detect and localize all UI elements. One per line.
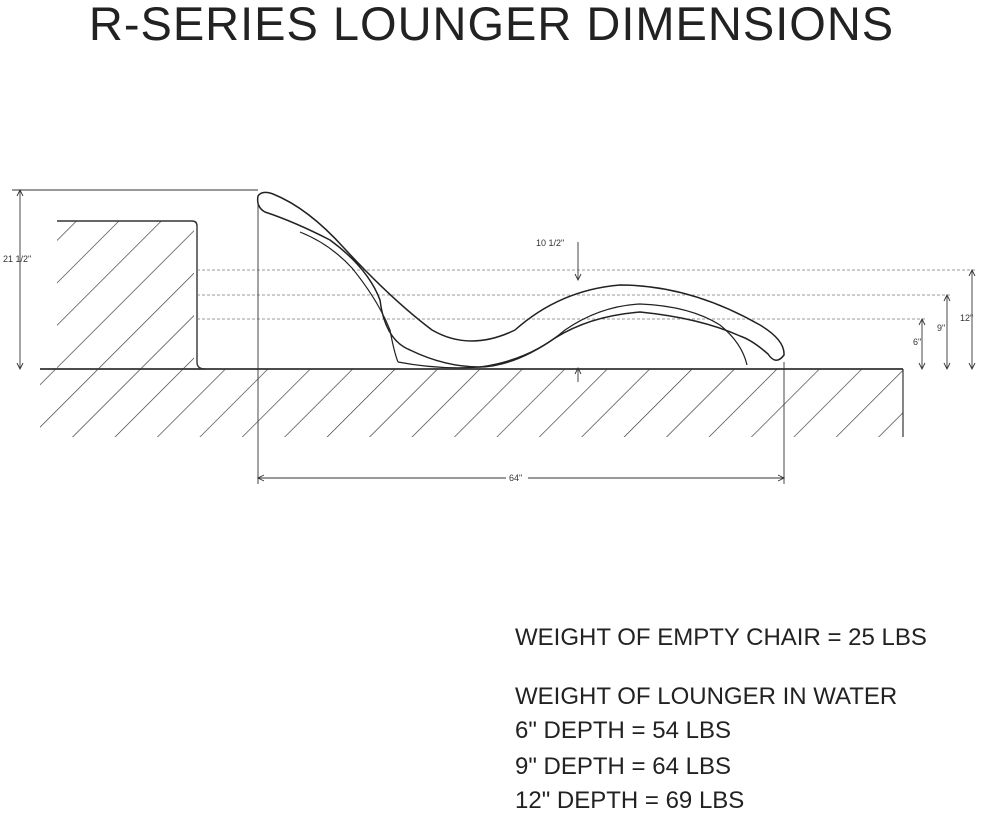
- water-level-lines: [197, 269, 975, 320]
- depth-dimensions: [918, 268, 976, 371]
- depth-12-weight: 12" DEPTH = 69 LBS: [515, 787, 745, 814]
- height-dimension-label: 21 1/2": [3, 254, 31, 264]
- lounger-chair: [256, 191, 785, 369]
- depth-12-label: 12": [960, 313, 973, 323]
- depth-6-label: 6": [913, 337, 921, 347]
- length-dimension: [256, 200, 786, 484]
- empty-weight-text: WEIGHT OF EMPTY CHAIR = 25 LBS: [515, 624, 927, 651]
- pool-step: [57, 220, 206, 370]
- water-weight-heading: WEIGHT OF LOUNGER IN WATER: [515, 683, 898, 710]
- height-dimension: [12, 188, 258, 371]
- depth-9-weight: 9" DEPTH = 64 LBS: [515, 753, 731, 780]
- length-dimension-label: 64": [509, 473, 522, 483]
- depth-6-weight: 6" DEPTH = 54 LBS: [515, 717, 731, 744]
- depth-9-label: 9": [937, 323, 945, 333]
- seat-depth-dimension: [574, 242, 582, 382]
- seat-depth-label: 10 1/2": [536, 238, 564, 248]
- page-title: R-SERIES LOUNGER DIMENSIONS: [88, 0, 895, 50]
- pool-floor: [40, 368, 904, 437]
